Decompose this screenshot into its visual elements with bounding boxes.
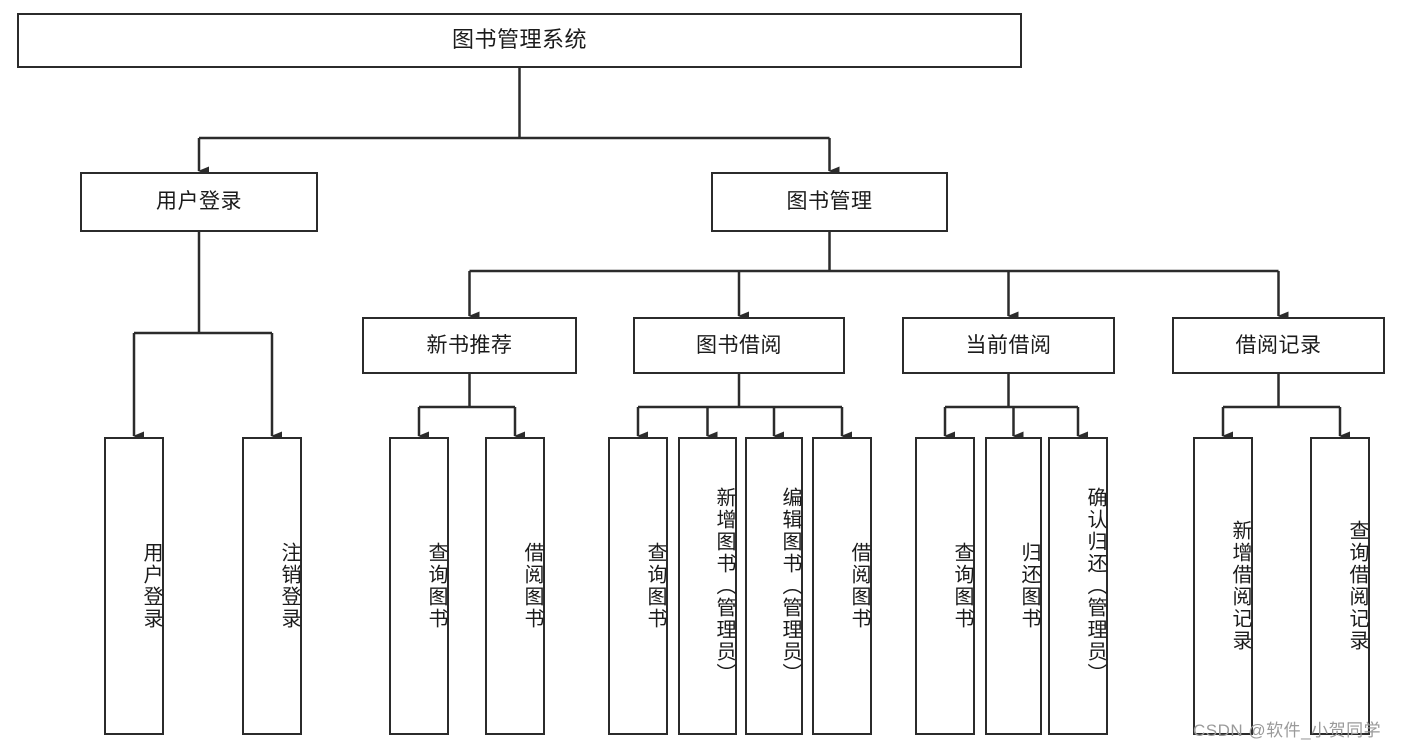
edges bbox=[132, 68, 1350, 441]
node-new-book-rec[interactable]: 新书推荐 bbox=[362, 317, 577, 374]
node-root[interactable]: 图书管理系统 bbox=[17, 13, 1022, 68]
node-leaf-bb-add[interactable]: 新增图书（管理员） bbox=[678, 437, 737, 735]
node-label: 新书推荐 bbox=[426, 333, 513, 357]
node-label: 确认归还（管理员） bbox=[1084, 487, 1106, 685]
node-leaf-bb-query[interactable]: 查询图书 bbox=[608, 437, 668, 735]
node-label: 当前借阅 bbox=[965, 333, 1052, 357]
node-label: 新增图书（管理员） bbox=[713, 487, 735, 685]
node-label: 查询图书 bbox=[644, 542, 666, 630]
node-label: 借阅记录 bbox=[1235, 333, 1322, 357]
node-label: 查询图书 bbox=[425, 542, 447, 630]
node-book-borrow[interactable]: 图书借阅 bbox=[633, 317, 845, 374]
node-label: 用户登录 bbox=[140, 542, 162, 630]
node-borrow-record[interactable]: 借阅记录 bbox=[1172, 317, 1385, 374]
node-leaf-rec-borrow[interactable]: 借阅图书 bbox=[485, 437, 545, 735]
node-leaf-br-query[interactable]: 查询借阅记录 bbox=[1310, 437, 1370, 735]
node-label: 查询借阅记录 bbox=[1346, 520, 1368, 652]
node-label: 图书管理 bbox=[786, 190, 873, 214]
watermark-label: CSDN @软件_小贺同学 bbox=[1193, 721, 1382, 740]
node-leaf-bb-edit[interactable]: 编辑图书（管理员） bbox=[745, 437, 803, 735]
node-label: 借阅图书 bbox=[848, 542, 870, 630]
node-label: 查询图书 bbox=[951, 542, 973, 630]
node-leaf-bb-borrow[interactable]: 借阅图书 bbox=[812, 437, 872, 735]
node-book-manage[interactable]: 图书管理 bbox=[711, 172, 948, 232]
node-leaf-cb-confirm[interactable]: 确认归还（管理员） bbox=[1048, 437, 1108, 735]
node-leaf-br-add[interactable]: 新增借阅记录 bbox=[1193, 437, 1253, 735]
node-leaf-cb-return[interactable]: 归还图书 bbox=[985, 437, 1042, 735]
node-label: 图书管理系统 bbox=[451, 27, 587, 53]
node-user-login[interactable]: 用户登录 bbox=[80, 172, 318, 232]
node-leaf-user-logout[interactable]: 注销登录 bbox=[242, 437, 302, 735]
node-label: 图书借阅 bbox=[696, 333, 782, 357]
node-label: 新增借阅记录 bbox=[1229, 520, 1251, 652]
node-leaf-cb-query[interactable]: 查询图书 bbox=[915, 437, 975, 735]
node-leaf-user-login[interactable]: 用户登录 bbox=[104, 437, 164, 735]
node-label: 用户登录 bbox=[156, 190, 242, 214]
node-label: 编辑图书（管理员） bbox=[779, 487, 801, 685]
node-label: 归还图书 bbox=[1018, 542, 1040, 630]
node-label: 注销登录 bbox=[278, 542, 300, 630]
node-leaf-rec-query[interactable]: 查询图书 bbox=[389, 437, 449, 735]
node-label: 借阅图书 bbox=[521, 542, 543, 630]
node-current-borrow[interactable]: 当前借阅 bbox=[902, 317, 1115, 374]
